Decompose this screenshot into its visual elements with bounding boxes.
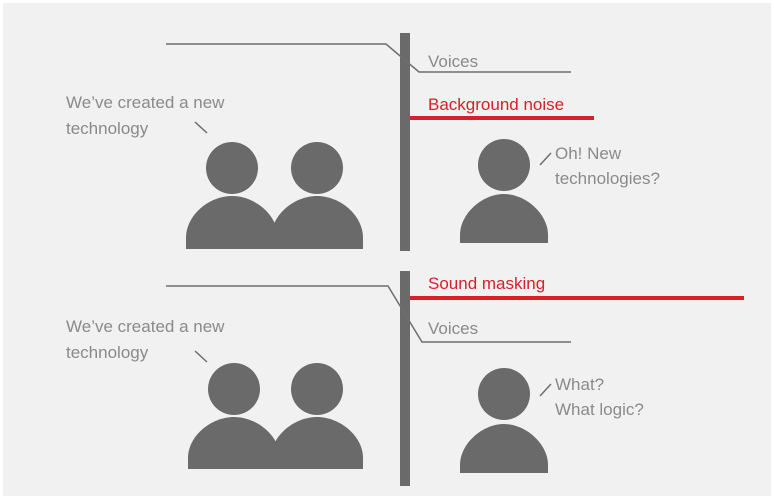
bottom-listener-pointer bbox=[539, 383, 552, 397]
top-speaker-person-2 bbox=[271, 142, 363, 249]
bottom-masking-label: Sound masking bbox=[428, 274, 546, 293]
bottom-listener-speech-line-2: What logic? bbox=[555, 400, 644, 419]
top-speaker-pointer bbox=[194, 121, 208, 134]
top-voices-label: Voices bbox=[428, 52, 479, 71]
bottom-speaker-person-1 bbox=[188, 363, 280, 469]
top-speaker-speech-line-2: technology bbox=[66, 119, 149, 138]
bottom-partition-wall bbox=[400, 271, 410, 486]
diagram-graphics bbox=[166, 33, 744, 486]
bottom-speaker-speech-line-1: We’ve created a new bbox=[66, 317, 225, 336]
top-noise-label: Background noise bbox=[428, 95, 565, 114]
top-partition-wall bbox=[400, 33, 410, 251]
top-listener-pointer bbox=[539, 152, 552, 166]
bottom-listener-person bbox=[460, 368, 548, 473]
bottom-speaker-speech-line-2: technology bbox=[66, 343, 149, 362]
bottom-speaker-person-2 bbox=[271, 363, 363, 469]
top-speaker-speech-line-1: We’ve created a new bbox=[66, 93, 225, 112]
top-listener-person bbox=[460, 139, 548, 243]
bottom-speaker-pointer bbox=[194, 350, 208, 363]
top-voices-line bbox=[166, 43, 571, 73]
top-listener-speech-line-1: Oh! New bbox=[555, 144, 622, 163]
top-speaker-person-1 bbox=[186, 142, 278, 249]
bottom-voices-line bbox=[166, 285, 571, 343]
bottom-listener-speech-line-1: What? bbox=[555, 375, 605, 394]
bottom-voices-label: Voices bbox=[428, 319, 479, 338]
sound-masking-diagram: We’ve created a new technology Voices Ba… bbox=[3, 3, 771, 496]
top-listener-speech-line-2: technologies? bbox=[555, 169, 660, 188]
